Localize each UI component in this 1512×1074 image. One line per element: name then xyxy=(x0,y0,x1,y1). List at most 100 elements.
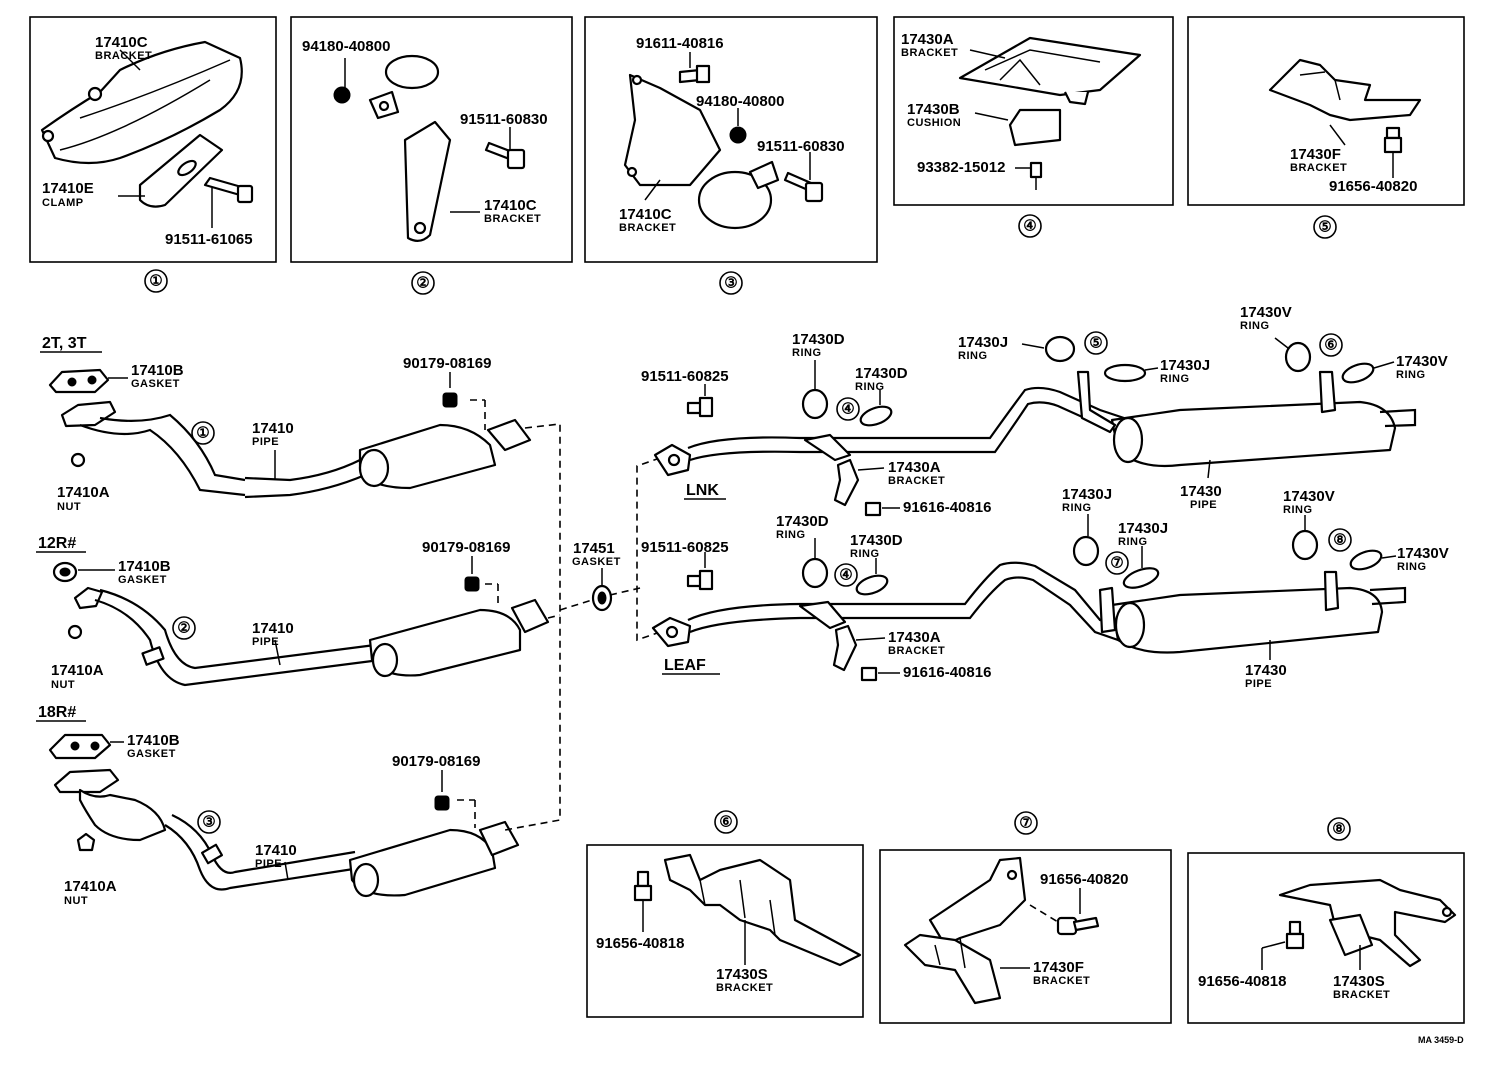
inset-3: 91611-40816 94180-40800 91511-60830 1741… xyxy=(584,16,878,295)
leaf-bolt-91616-40816-shape xyxy=(860,666,878,682)
nut-17410a-1-shape xyxy=(70,452,86,468)
inset-2-number: ② xyxy=(416,275,429,292)
bracket-17430s-6-shape xyxy=(663,853,862,967)
ref-1-front: ① xyxy=(196,425,209,442)
lnk-label-91511-60825: 91511-60825 xyxy=(641,368,729,385)
label-91511-60830: 91511-60830 xyxy=(460,111,548,128)
inset-7-number: ⑦ xyxy=(1019,815,1032,832)
lnk-label-17430d-2-nm: RING xyxy=(855,381,885,393)
leaf-label-17430-nm: PIPE xyxy=(1245,678,1272,690)
cushion-17430b-shape xyxy=(1008,108,1062,147)
label-17410b-3-nm: GASKET xyxy=(127,748,176,760)
lnk-label-17430v-pn: 17430V xyxy=(1240,304,1292,321)
lnk-tailpipe xyxy=(1379,408,1417,428)
leaf-ref-8: ⑧ xyxy=(1333,532,1346,549)
lnk-ref-5: ⑤ xyxy=(1089,335,1102,352)
inset-3-number: ③ xyxy=(724,275,737,292)
bracket-17430f-5-shape xyxy=(1268,58,1422,122)
label-17410-3-pn: 17410 xyxy=(255,842,297,859)
nut-17410a-2-shape xyxy=(67,624,83,640)
label-17410-1-pn: 17410 xyxy=(252,420,294,437)
label-94180-40800-3: 94180-40800 xyxy=(696,93,784,110)
bracket-17430s-8-shape xyxy=(1278,878,1457,968)
lnk-label-17430-pn: 17430 xyxy=(1180,483,1222,500)
nut-94180-40800-3-shape xyxy=(729,126,747,144)
bolt-91656-40820-5-shape xyxy=(1385,126,1401,140)
drawing-code: MA 3459-D xyxy=(1418,1035,1464,1045)
pipe-17410-1-front xyxy=(79,413,246,497)
lnk-ring-17430j-shape xyxy=(1044,335,1076,363)
label-17410a-3-nm: NUT xyxy=(64,895,88,907)
label-17410a-1-nm: NUT xyxy=(57,501,81,513)
leaf-label-17430j-2-nm: RING xyxy=(1118,536,1148,548)
leaf-label-91616-40816: 91616-40816 xyxy=(903,664,991,681)
inset-5-number: ⑤ xyxy=(1318,219,1331,236)
lnk-ring-17430d-shape xyxy=(801,388,829,420)
inset-8-frame xyxy=(1187,852,1465,1024)
label-91656-40818-8: 91656-40818 xyxy=(1198,973,1286,990)
lnk-ring-17430v-shape xyxy=(1284,341,1312,373)
lnk-ref-4: ④ xyxy=(841,401,854,418)
inset-6-number: ⑥ xyxy=(719,814,732,831)
lnk-label-17430d-pn: 17430D xyxy=(792,331,845,348)
bolt-91656-40818-6-shape xyxy=(636,870,650,888)
gasket-17410b-3-shape xyxy=(48,733,112,760)
leaf-ring-17430d-2-shape xyxy=(855,574,889,596)
leaf-hanger-7-shape xyxy=(1098,586,1117,634)
leaf-label-17430a-nm: BRACKET xyxy=(888,645,945,657)
clamp-ring-3-shape xyxy=(697,170,773,230)
label-17410c-nm: BRACKET xyxy=(95,50,152,62)
lnk-ring-17430j-2-shape xyxy=(1103,363,1147,383)
label-17430b-pn: 17430B xyxy=(907,101,960,118)
nut-17410a-3-shape xyxy=(76,832,96,852)
label-91511-60830-3: 91511-60830 xyxy=(757,138,845,155)
label-17410c-pn: 17410C xyxy=(95,34,148,51)
front-pipe-2t3t: 2T, 3T 17410B GASKET 90179-08169 17410 P… xyxy=(40,335,532,513)
leaf-ring-17430j-2-shape xyxy=(1122,567,1160,589)
inset-8: 91656-40818 17430S BRACKET ⑧ xyxy=(1187,817,1465,1024)
label-17410b-1-pn: 17410B xyxy=(131,362,184,379)
leaf-ring-17430j-shape xyxy=(1072,535,1100,567)
leaf-label-17430d-2-nm: RING xyxy=(850,548,880,560)
lnk-hanger-bracket-shape xyxy=(803,433,852,462)
label-17410a-1-pn: 17410A xyxy=(57,484,110,501)
lnk-bolt-91616-40816-shape xyxy=(864,501,882,517)
leaf-pipe xyxy=(687,561,1121,642)
label-17410a-2-pn: 17410A xyxy=(51,662,104,679)
label-17430f-7-pn: 17430F xyxy=(1033,959,1084,976)
label-94180-40800: 94180-40800 xyxy=(302,38,390,55)
inset-7-frame xyxy=(879,849,1172,1024)
inset-2: 94180-40800 91511-60830 17410C BRACKET ② xyxy=(290,16,573,295)
inset-2-frame xyxy=(290,16,573,263)
leaf-tailpipe xyxy=(1369,586,1407,606)
inset-4-frame xyxy=(893,16,1174,206)
lnk-label-17430v-2-pn: 17430V xyxy=(1396,353,1448,370)
leaf-label-17430j-2-pn: 17430J xyxy=(1118,520,1168,537)
leaf-ring-17430v-2-shape xyxy=(1349,549,1383,571)
bolt-90179-08169-3-shape xyxy=(434,795,450,811)
label-90179-08169-3: 90179-08169 xyxy=(392,753,480,770)
lnk-label-17430a-pn: 17430A xyxy=(888,459,941,476)
label-17410-2-nm: PIPE xyxy=(252,636,279,648)
leaf-label-17430v-2-nm: RING xyxy=(1397,561,1427,573)
leaf-label-17430d-2-pn: 17430D xyxy=(850,532,903,549)
label-17410e-pn: 17410E xyxy=(42,180,94,197)
lnk-label-17430j-2-pn: 17430J xyxy=(1160,357,1210,374)
bracket-17430a-4-shape xyxy=(958,36,1142,97)
bolt-91656-40820-7-shape xyxy=(1056,916,1078,936)
leaf-label-17430v-2-pn: 17430V xyxy=(1397,545,1449,562)
inset-4-number: ④ xyxy=(1023,218,1036,235)
inset-4: 17430A BRACKET 17430B CUSHION 93382-1501… xyxy=(893,16,1174,238)
outlet-flange-1-shape xyxy=(486,418,532,452)
inset-3-frame xyxy=(584,16,878,263)
label-17410a-2-nm: NUT xyxy=(51,679,75,691)
lnk-ref-6: ⑥ xyxy=(1324,337,1337,354)
label-17430b-nm: CUSHION xyxy=(907,117,961,129)
manifold-flange-1-shape xyxy=(60,400,117,428)
label-91656-40820-5: 91656-40820 xyxy=(1329,178,1417,195)
label-91656-40818-6: 91656-40818 xyxy=(596,935,684,952)
manifold-flange-2-shape xyxy=(73,586,104,610)
inset-6: 91656-40818 17430S BRACKET ⑥ xyxy=(586,810,864,1018)
label-17410b-2-pn: 17410B xyxy=(118,558,171,575)
label-17410b-1-nm: GASKET xyxy=(131,378,180,390)
